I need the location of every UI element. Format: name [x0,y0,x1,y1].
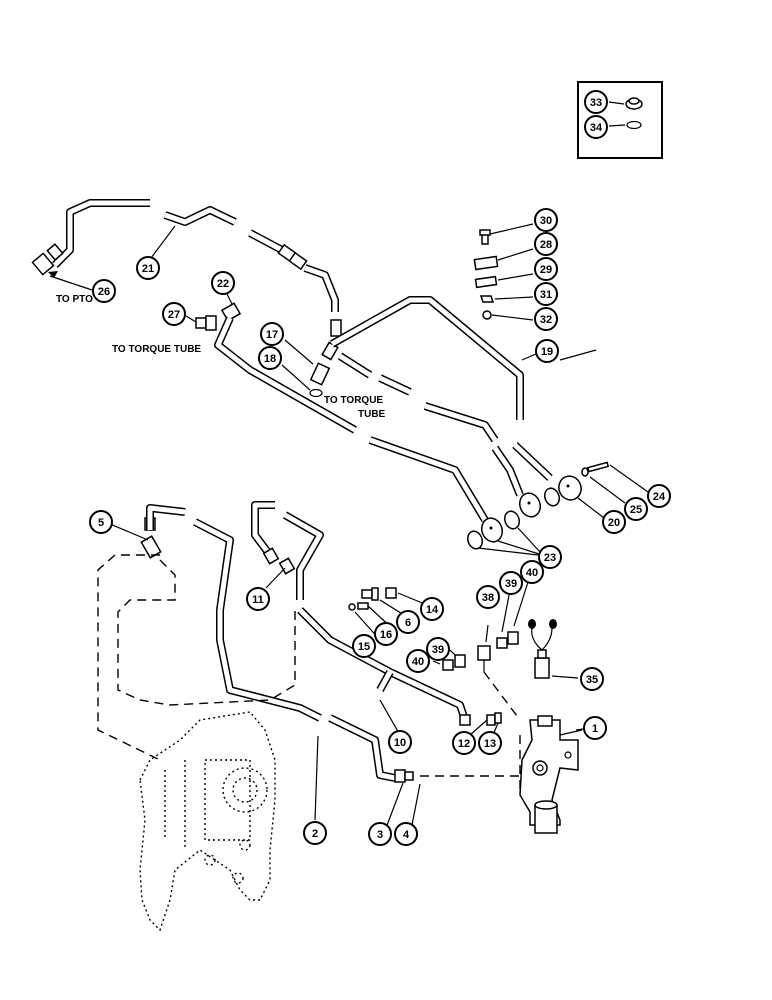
callout-40a: 40 [520,560,544,584]
svg-text:24: 24 [653,491,666,503]
svg-text:31: 31 [540,289,552,301]
fittings-12-13 [469,712,502,736]
tube-5 [109,504,396,782]
svg-text:19: 19 [541,346,553,358]
callout-20: 20 [602,510,626,534]
callout-31: 31 [534,282,558,306]
svg-text:26: 26 [98,286,110,298]
callout-10: 10 [388,730,412,754]
tube-21 [52,199,342,337]
svg-text:40: 40 [412,656,424,668]
label-to-torque-tube-left: TO TORQUE TUBE [112,344,201,355]
callout-32: 32 [534,307,558,331]
callout-23: 23 [538,545,562,569]
callout-18: 18 [258,346,282,370]
svg-text:10: 10 [394,737,406,749]
svg-text:4: 4 [403,829,410,841]
svg-text:38: 38 [482,592,494,604]
svg-text:39: 39 [505,578,517,590]
svg-text:17: 17 [266,329,278,341]
callout-11: 11 [246,587,270,611]
callout-12: 12 [452,731,476,755]
svg-text:34: 34 [590,122,603,134]
callout-6: 6 [396,610,420,634]
svg-text:35: 35 [586,674,598,686]
tube-11 [251,501,471,726]
inset-box [577,81,663,159]
svg-text:20: 20 [608,517,620,529]
svg-text:3: 3 [377,829,383,841]
svg-text:15: 15 [358,641,370,653]
callout-33: 33 [584,90,608,114]
clamp-hardware [473,223,534,321]
svg-text:28: 28 [540,239,552,251]
callout-21: 21 [136,256,160,280]
callout-17: 17 [260,322,284,346]
callout-15: 15 [352,634,376,658]
clamp-blocks-23 [466,475,582,556]
label-to-torque-tube-right-line2: TUBE [358,409,386,420]
svg-text:6: 6 [405,617,411,629]
label-to-torque-tube-right-line1: TO TORQUE [324,395,383,406]
svg-text:11: 11 [252,594,264,606]
svg-text:16: 16 [380,629,392,641]
valve-body-1 [519,715,583,834]
elbow-fitting-26 [31,243,93,291]
fitting-27 [185,315,217,331]
callout-22: 22 [211,271,235,295]
svg-text:29: 29 [540,264,552,276]
svg-text:5: 5 [98,517,104,529]
label-to-pto: TO PTO [56,294,93,305]
callout-4: 4 [394,822,418,846]
callout-39a: 39 [499,571,523,595]
fittings-3-4 [385,769,520,829]
svg-text:13: 13 [484,738,496,750]
fittings-group [348,581,529,721]
svg-text:12: 12 [458,738,470,750]
svg-text:32: 32 [540,314,552,326]
callout-35: 35 [580,667,604,691]
callout-38: 38 [476,585,500,609]
callout-3: 3 [368,822,392,846]
svg-text:27: 27 [168,309,180,321]
callout-19: 19 [535,339,559,363]
svg-text:14: 14 [426,604,439,616]
callout-40b: 40 [406,649,430,673]
callout-28: 28 [534,232,558,256]
svg-text:1: 1 [592,723,598,735]
leader-lines [147,225,597,821]
callout-16: 16 [374,622,398,646]
callout-5: 5 [89,510,113,534]
svg-text:22: 22 [217,278,229,290]
callout-2: 2 [303,821,327,845]
tube-19 [321,296,553,497]
callout-13: 13 [478,731,502,755]
pressure-switch-35 [528,619,579,679]
tube-22 [214,289,489,523]
transmission-outline [97,554,296,932]
callout-34: 34 [584,115,608,139]
svg-text:2: 2 [312,828,318,840]
svg-text:23: 23 [544,552,556,564]
svg-text:21: 21 [142,263,154,275]
callout-1: 1 [583,716,607,740]
callout-24: 24 [647,484,671,508]
svg-text:40: 40 [526,567,538,579]
svg-text:18: 18 [264,353,276,365]
callout-30: 30 [534,208,558,232]
elbow-fitting-17 [281,339,331,398]
svg-text:33: 33 [590,97,602,109]
svg-text:39: 39 [432,644,444,656]
callout-27: 27 [162,302,186,326]
callout-29: 29 [534,257,558,281]
bolt-24-washer-25 [577,461,649,519]
svg-text:30: 30 [540,215,552,227]
callout-39b: 39 [426,637,450,661]
callout-26: 26 [92,279,116,303]
callout-25: 25 [624,497,648,521]
callout-14: 14 [420,597,444,621]
svg-text:25: 25 [630,504,642,516]
